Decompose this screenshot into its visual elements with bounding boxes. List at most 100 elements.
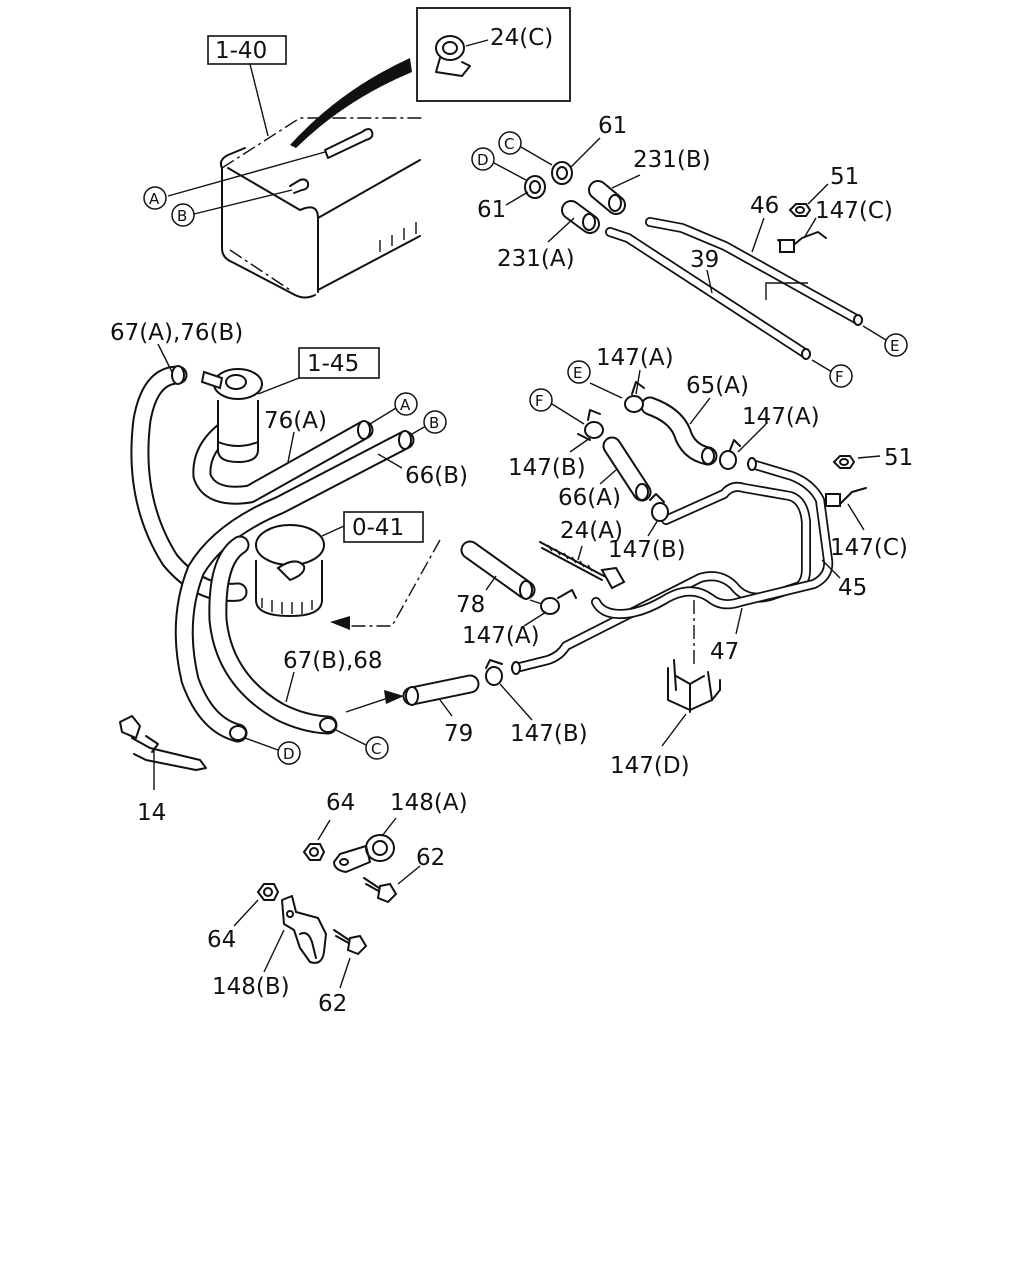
label-147b-left: 147(B) <box>508 455 586 481</box>
label-67a-76b: 67(A),76(B) <box>110 320 243 346</box>
clamp-147b-mid[interactable] <box>649 493 669 522</box>
reference-box-0-41[interactable]: 0-41 <box>343 511 424 543</box>
svg-text:E: E <box>890 337 899 355</box>
label-147c-right: 147(C) <box>830 535 908 561</box>
svg-text:C: C <box>371 740 381 758</box>
label-39: 39 <box>690 247 719 273</box>
clamp-148a[interactable] <box>333 834 395 873</box>
label-231b: 231(B) <box>633 147 711 173</box>
label-24c: 24(C) <box>490 25 553 51</box>
hose-79[interactable] <box>402 674 480 706</box>
label-79: 79 <box>444 721 473 747</box>
label-147a-low: 147(A) <box>462 623 540 649</box>
hose-78[interactable] <box>460 540 536 600</box>
bracket-148b[interactable] <box>281 895 327 964</box>
label-46: 46 <box>750 193 779 219</box>
label-14: 14 <box>137 800 166 826</box>
connector-A-tank: A <box>143 186 167 210</box>
label-66a: 66(A) <box>558 485 621 511</box>
label-65a: 65(A) <box>686 373 749 399</box>
connector-C-hose: C <box>365 736 389 760</box>
bolt-62-low[interactable] <box>333 929 368 956</box>
reference-box-1-45[interactable]: 1-45 <box>298 347 380 379</box>
label-147b-low: 147(B) <box>510 721 588 747</box>
fuel-pipe-45[interactable] <box>591 457 834 619</box>
hose-231b[interactable] <box>588 180 626 215</box>
water-separator-icon[interactable] <box>255 524 325 618</box>
clamp-147a-top[interactable] <box>589 381 645 413</box>
connector-E-clamp: E <box>567 360 591 384</box>
label-148a: 148(A) <box>390 790 468 816</box>
connector-F-clamp: F <box>529 388 553 412</box>
clamp-147b-left[interactable] <box>577 409 604 441</box>
hose-76a[interactable] <box>192 418 374 505</box>
clip-147c-right[interactable] <box>825 487 867 507</box>
svg-text:C: C <box>504 135 514 153</box>
clip-61-upper[interactable] <box>551 161 573 185</box>
connector-B-tank: B <box>171 203 195 227</box>
hose-66a[interactable] <box>602 436 652 502</box>
connector-B-hose: B <box>423 410 447 434</box>
label-147a-mid: 147(A) <box>742 404 820 430</box>
clip-147c-top[interactable] <box>777 231 827 253</box>
hose-231a[interactable] <box>561 200 600 234</box>
label-24a: 24(A) <box>560 518 623 544</box>
label-66b: 66(B) <box>405 463 468 489</box>
clip-61-lower[interactable] <box>524 175 546 199</box>
clamp-147a-mid[interactable] <box>719 439 741 470</box>
label-148b: 148(B) <box>212 974 290 1000</box>
hose-67b-68[interactable] <box>208 535 338 735</box>
nut-51-right[interactable] <box>832 455 856 469</box>
connector-E-pipe: E <box>884 333 908 357</box>
bracket-14[interactable] <box>119 715 207 771</box>
cable-tie-24a[interactable] <box>539 541 626 590</box>
bolt-62-top[interactable] <box>363 877 398 904</box>
label-147c-top: 147(C) <box>815 198 893 224</box>
label-45: 45 <box>838 575 867 601</box>
svg-text:F: F <box>835 368 844 386</box>
label-231a: 231(A) <box>497 246 575 272</box>
svg-text:D: D <box>283 745 295 763</box>
reference-1-40-label: 1-40 <box>215 38 267 64</box>
clamp-147b-low[interactable] <box>485 659 503 686</box>
inset-box-clip-24c: 24(C) <box>416 7 571 102</box>
svg-text:E: E <box>573 364 582 382</box>
label-62-top: 62 <box>416 845 445 871</box>
clip-147d[interactable] <box>667 659 721 713</box>
nut-64-top[interactable] <box>302 843 326 861</box>
reference-box-1-40[interactable]: 1-40 <box>207 35 287 65</box>
svg-text:B: B <box>429 414 439 432</box>
label-61-top: 61 <box>598 113 627 139</box>
connector-C-top: C <box>498 131 522 155</box>
label-78: 78 <box>456 592 485 618</box>
hose-65a[interactable] <box>640 396 718 466</box>
fuel-tank-icon <box>219 58 422 299</box>
hose-66b[interactable] <box>174 430 415 743</box>
reference-0-41-label: 0-41 <box>352 515 404 541</box>
label-51-right: 51 <box>884 445 913 471</box>
connector-D-top: D <box>471 147 495 171</box>
svg-text:D: D <box>477 151 489 169</box>
label-51-top: 51 <box>830 164 859 190</box>
svg-text:B: B <box>177 207 187 225</box>
label-147d: 147(D) <box>610 753 690 779</box>
label-47: 47 <box>710 639 739 665</box>
nut-51-top[interactable] <box>788 203 812 217</box>
svg-text:F: F <box>535 392 544 410</box>
connector-F-pipe: F <box>829 364 853 388</box>
connector-D-hose: D <box>277 741 301 765</box>
label-64-low: 64 <box>207 927 236 953</box>
clamp-147a-low[interactable] <box>529 589 577 615</box>
label-62-low: 62 <box>318 991 347 1017</box>
svg-text:A: A <box>400 396 411 414</box>
fuel-pipe-39[interactable] <box>605 227 811 360</box>
svg-text:A: A <box>149 190 160 208</box>
label-147b-mid: 147(B) <box>608 537 686 563</box>
nut-64-low[interactable] <box>256 883 280 901</box>
label-64-top: 64 <box>326 790 355 816</box>
fuel-filter-icon[interactable] <box>200 368 263 464</box>
label-147a-top: 147(A) <box>596 345 674 371</box>
label-61-left: 61 <box>477 197 506 223</box>
label-67b-68: 67(B),68 <box>283 648 383 674</box>
